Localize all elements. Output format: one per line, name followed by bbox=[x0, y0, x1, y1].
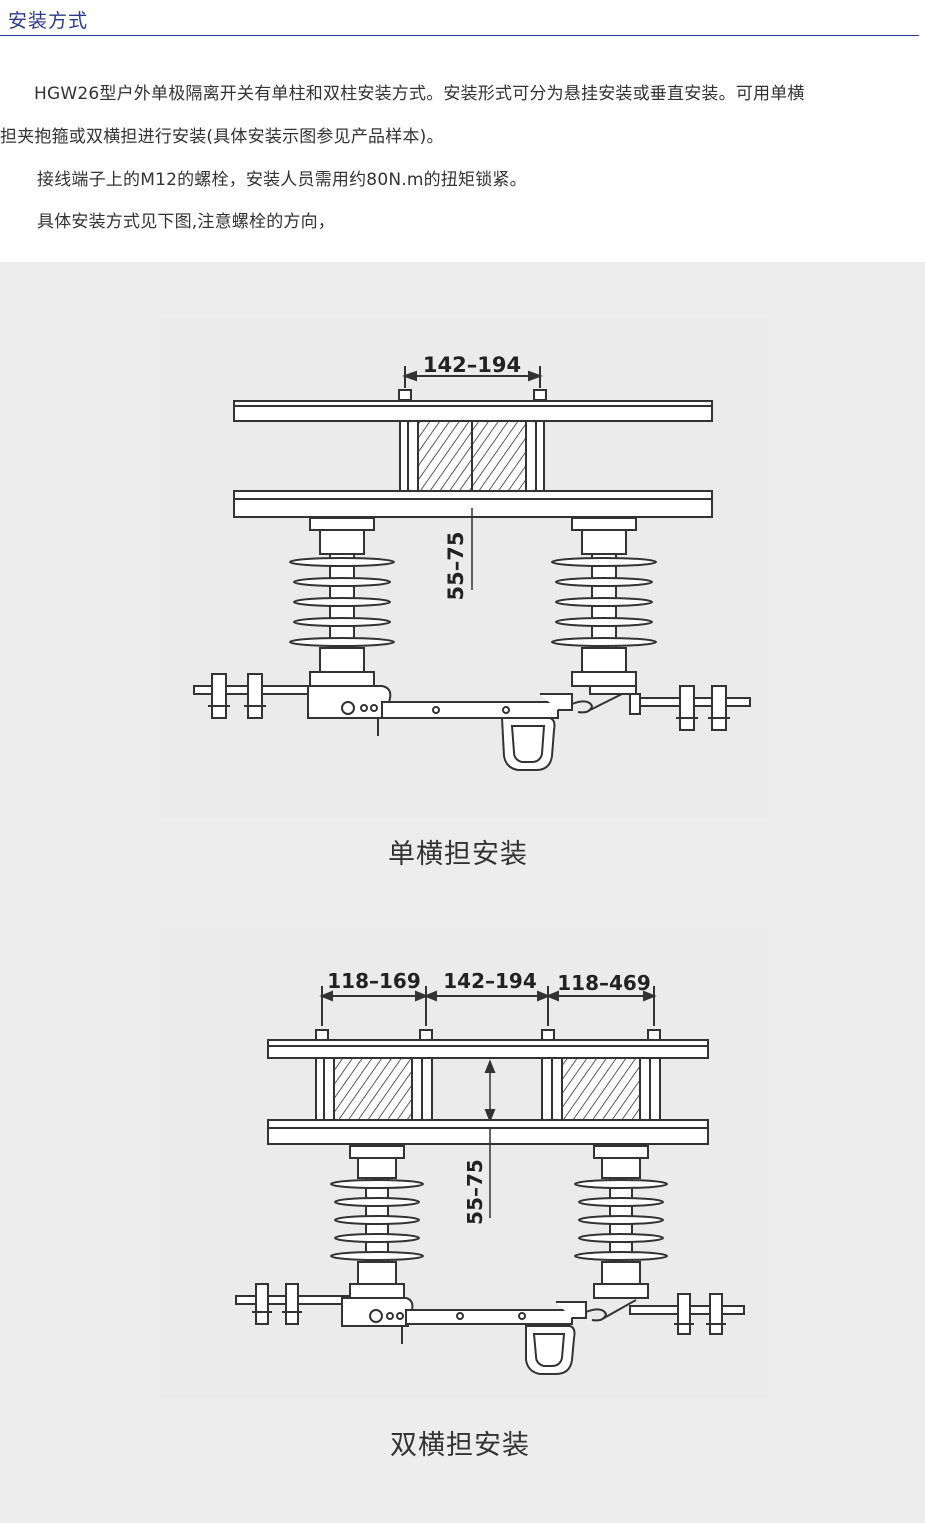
paragraph-2: 接线端子上的M12的螺栓，安装人员需用约80N.m的扭矩锁紧。 bbox=[37, 170, 527, 190]
paragraph-1-line-2: 担夹抱箍或双横担进行安装(具体安装示图参见产品样本)。 bbox=[0, 127, 444, 147]
dim-middle-label: 142–194 bbox=[443, 969, 537, 993]
dim-top-label: 142–194 bbox=[423, 353, 521, 377]
dim-vertical-label: 55–75 bbox=[463, 1159, 487, 1225]
figure-1-caption: 单横担安装 bbox=[388, 839, 528, 870]
figure-2-caption: 双横担安装 bbox=[390, 1430, 530, 1461]
single-crossarm-diagram: 142–194 55–75 bbox=[160, 318, 770, 818]
paragraph-1-line-1: HGW26型户外单极隔离开关有单柱和双柱安装方式。安装形式可分为悬挂安装或垂直安… bbox=[34, 84, 805, 104]
dim-left-label: 118–169 bbox=[327, 969, 421, 993]
paragraph-3: 具体安装方式见下图,注意螺栓的方向， bbox=[37, 212, 336, 232]
title-divider bbox=[0, 35, 919, 36]
dim-vertical-label: 55–75 bbox=[444, 532, 468, 601]
section-title: 安装方式 bbox=[8, 10, 89, 32]
dim-right-label: 118–469 bbox=[557, 971, 651, 995]
double-crossarm-diagram: 118–169 142–194 118–469 55–75 bbox=[160, 928, 770, 1398]
